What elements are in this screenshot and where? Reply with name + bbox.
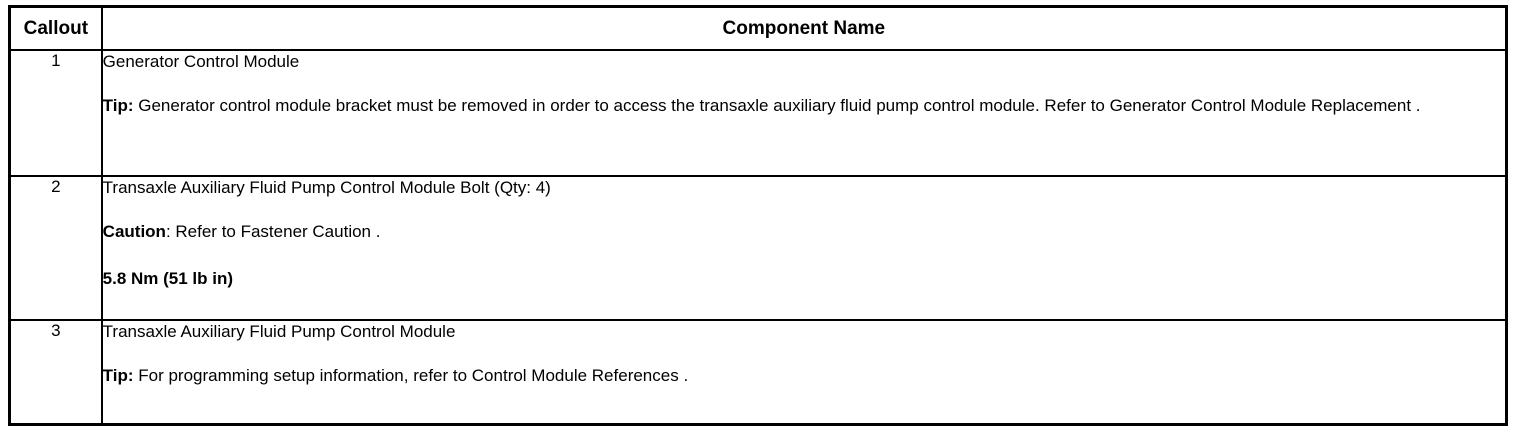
component-note: Caution: Refer to Fastener Caution . [103,221,1505,243]
table-header-row: Callout Component Name [8,5,1508,51]
table-row: 1 Generator Control Module Tip: Generato… [8,49,1508,177]
component-title: Generator Control Module [102,52,300,71]
note-text: : Refer to Fastener Caution . [165,222,381,241]
torque-specification: 5.8 Nm (51 lb in) [102,269,234,288]
component-note: Tip: For programming setup information, … [103,365,1505,387]
callout-number: 2 [8,175,103,321]
note-text: For programming setup information, refer… [133,366,689,385]
component-name-cell: Transaxle Auxiliary Fluid Pump Control M… [100,175,1508,321]
component-title: Transaxle Auxiliary Fluid Pump Control M… [102,178,551,197]
note-label: Tip: [102,366,134,385]
header-component-name: Component Name [100,5,1508,51]
note-text: Generator control module bracket must be… [133,96,1421,115]
table-row: 3 Transaxle Auxiliary Fluid Pump Control… [8,319,1508,426]
component-note: Tip: Generator control module bracket mu… [103,95,1505,117]
header-callout: Callout [8,5,103,51]
component-callout-table: Callout Component Name 1 Generator Contr… [8,5,1508,426]
callout-number: 3 [8,319,103,426]
note-label: Caution [102,222,166,241]
callout-number: 1 [8,49,103,177]
component-title: Transaxle Auxiliary Fluid Pump Control M… [102,322,456,341]
note-label: Tip: [102,96,134,115]
component-name-cell: Generator Control Module Tip: Generator … [100,49,1508,177]
component-name-cell: Transaxle Auxiliary Fluid Pump Control M… [100,319,1508,426]
table-row: 2 Transaxle Auxiliary Fluid Pump Control… [8,175,1508,321]
